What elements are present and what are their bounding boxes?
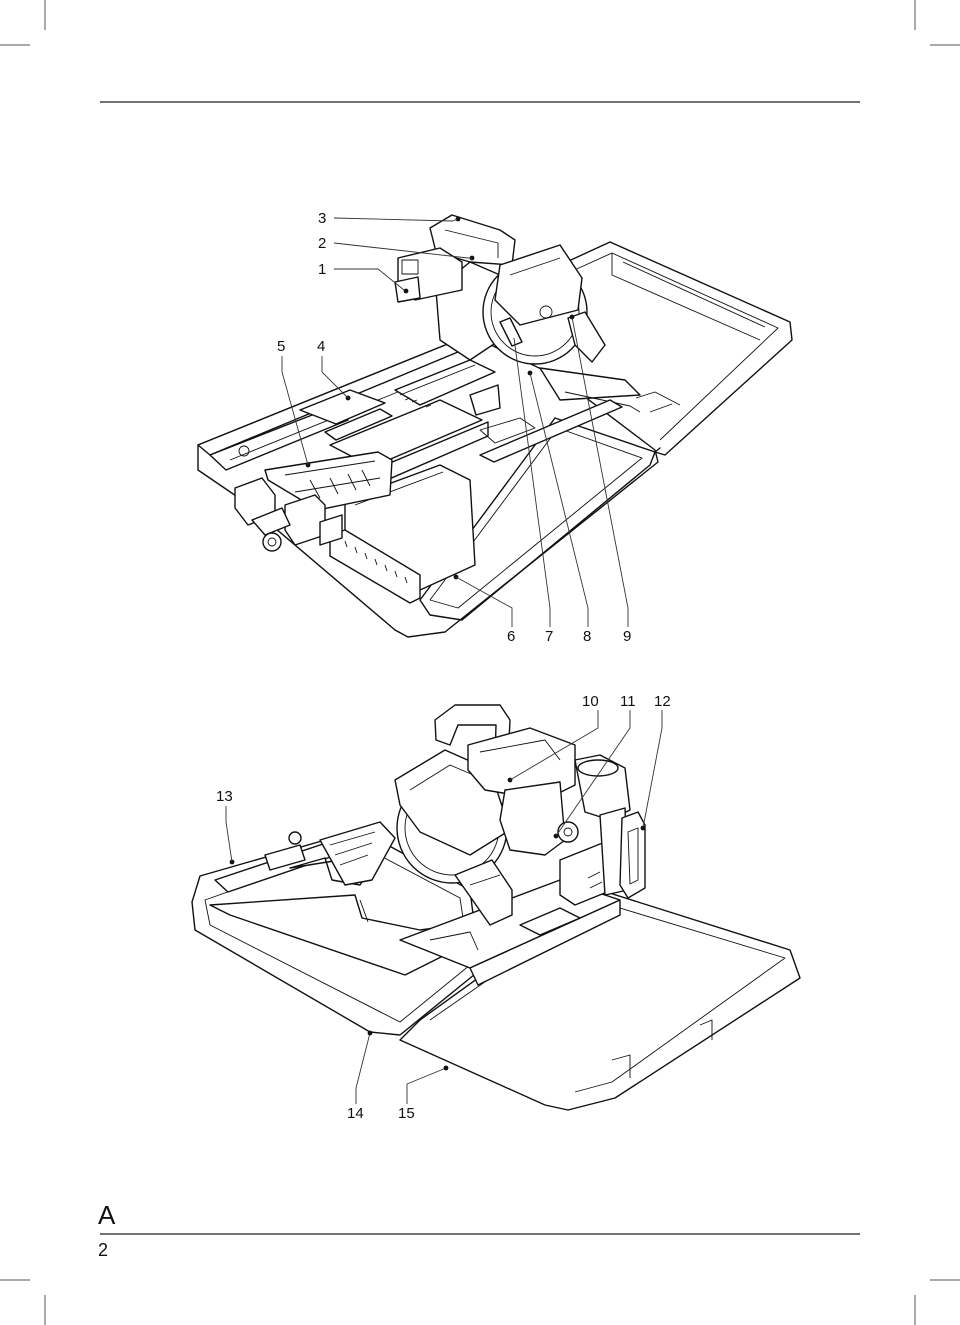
callout-13: 13 [216, 788, 233, 805]
callout-1: 1 [318, 261, 326, 278]
callout-8: 8 [583, 628, 591, 645]
callout-7: 7 [545, 628, 553, 645]
callout-14: 14 [347, 1105, 364, 1122]
tile-saw-front-view [197, 214, 793, 638]
callout-labels: 3 2 1 5 4 6 7 8 9 10 11 12 13 14 15 [216, 210, 671, 1122]
callout-10: 10 [582, 693, 599, 710]
page-number: 2 [98, 1240, 108, 1260]
tile-saw-rear-view [191, 704, 801, 1111]
leader-lines [225, 217, 663, 1104]
callout-11: 11 [620, 693, 636, 710]
figure-label: A [98, 1200, 116, 1230]
callout-9: 9 [623, 628, 631, 645]
callout-4: 4 [317, 338, 325, 355]
callout-3: 3 [318, 210, 326, 227]
callout-12: 12 [654, 693, 671, 710]
callout-5: 5 [277, 338, 285, 355]
callout-6: 6 [507, 628, 515, 645]
callout-15: 15 [398, 1105, 415, 1122]
callout-2: 2 [318, 235, 326, 252]
